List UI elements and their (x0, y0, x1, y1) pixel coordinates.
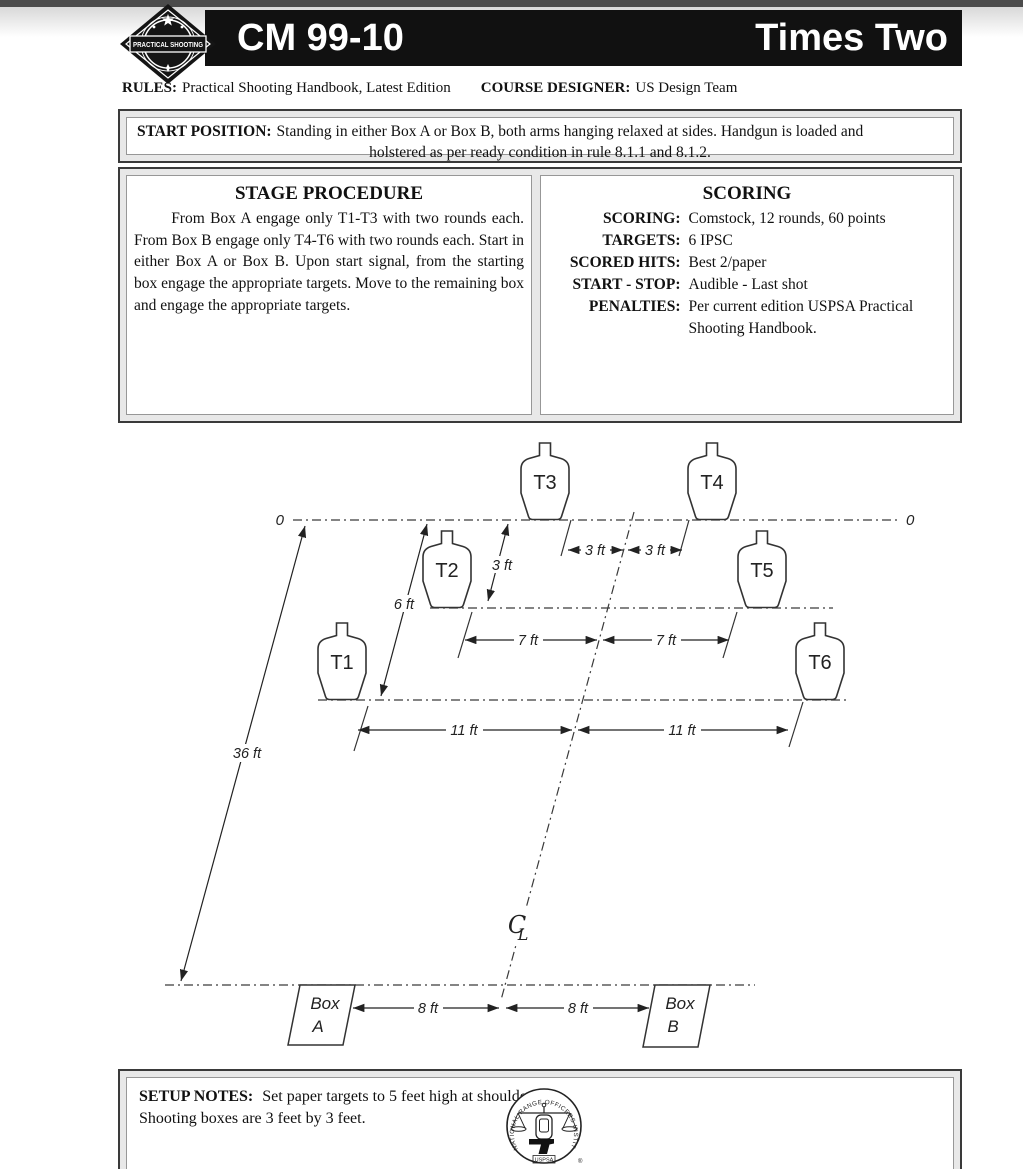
start-position-text2: holstered as per ready condition in rule… (369, 144, 711, 162)
procedure-scoring-box: STAGE PROCEDURE From Box A engage only T… (118, 167, 962, 423)
dim-36ft-label: 36 ft (233, 746, 262, 762)
dim-7ft-right-label: 7 ft (656, 633, 677, 649)
scoring-row-value: Per current edition USPSA Practical Shoo… (688, 298, 914, 337)
label-bg (641, 542, 670, 558)
scoring-row-value: Audible - Last shot (688, 276, 808, 293)
scoring-row-label: PENALTIES: (588, 298, 681, 315)
stage-procedure-panel: STAGE PROCEDURE From Box A engage only T… (126, 175, 532, 415)
label-bg (485, 556, 519, 573)
dim-7ft-left-label: 7 ft (518, 633, 539, 649)
scoring-row-label: SCORING: (602, 210, 681, 227)
shooting-box-b (642, 984, 711, 1048)
target-t5-label: T5 (750, 560, 773, 582)
rules-line: RULES:Practical Shooting Handbook, Lates… (122, 80, 962, 97)
scales-left-cords (511, 1112, 526, 1129)
logo-banner-text: PRACTICAL SHOOTING (133, 42, 203, 49)
logo-inner-diamond (125, 9, 211, 79)
target-t3-label: T3 (533, 472, 556, 494)
stage-procedure-title: STAGE PROCEDURE (234, 183, 424, 204)
label-bg (227, 744, 267, 762)
rules-value: Practical Shooting Handbook, Latest Edit… (182, 80, 451, 96)
holster-inner (539, 1118, 549, 1133)
dim-11ft-right-label: 11 ft (668, 723, 696, 739)
header-bar: CM 99-10 Times Two (205, 10, 962, 66)
label-bg (564, 1000, 593, 1016)
target-t1-label: T1 (330, 652, 353, 674)
dim-8ft-left-label: 8 ft (418, 1001, 439, 1017)
nroi-seal-icon: NATIONAL RANGE OFFICERS INSTITUTE USPSA … (502, 1086, 583, 1165)
label-bg (414, 1000, 443, 1016)
zero-label-left: 0 (276, 512, 285, 529)
scales-knob (541, 1102, 547, 1108)
zero-label-right: 0 (906, 512, 915, 529)
dim-11ft-left-label: 11 ft (450, 723, 478, 739)
target-t6-label: T6 (808, 652, 831, 674)
tick (560, 519, 572, 557)
scales-right-pan (561, 1126, 578, 1132)
label-bg (387, 595, 421, 612)
scoring-title: SCORING (702, 183, 792, 204)
scoring-row-value: Best 2/paper (688, 254, 767, 271)
designer-value: US Design Team (635, 80, 738, 96)
scoring-table: SCORING: Comstock, 12 rounds, 60 points … (541, 208, 953, 340)
start-position-box: START POSITION:Standing in either Box A … (118, 109, 962, 163)
box-a-word: Box (310, 994, 340, 1013)
shooting-box-a (287, 984, 356, 1046)
logo-banner (129, 35, 207, 53)
logo-star-icon (162, 14, 174, 26)
label-bg (652, 632, 681, 648)
logo-dot-left (152, 25, 156, 29)
scoring-row-value: Comstock, 12 rounds, 60 points (688, 210, 886, 227)
box-b-word: Box (665, 994, 695, 1013)
tick (457, 611, 473, 659)
course-title: Times Two (755, 17, 948, 59)
scoring-panel: SCORING SCORING: Comstock, 12 rounds, 60… (540, 175, 954, 415)
scoring-row-label: TARGETS: (602, 232, 681, 249)
target-t4-label: T4 (700, 472, 723, 494)
seal-uspsa-text: USPSA (535, 1158, 554, 1164)
label-bg (581, 542, 610, 558)
course-code: CM 99-10 (237, 17, 404, 59)
window-top-strip (0, 0, 1023, 7)
scoring-row-label: START - STOP: (572, 276, 681, 293)
tick (353, 705, 369, 752)
dim-3ft-right-label: 3 ft (645, 543, 666, 559)
start-position-text1: Standing in either Box A or Box B, both … (276, 123, 864, 140)
scoring-row-value: 6 IPSC (688, 232, 733, 249)
designer-label: COURSE DESIGNER: (480, 80, 631, 96)
uspsa-logo-icon: PRACTICAL SHOOTING (120, 4, 216, 84)
start-position-label: START POSITION: (137, 123, 272, 140)
dim-3ft-left-label: 3 ft (585, 543, 606, 559)
scoring-row-label: SCORED HITS: (569, 254, 681, 271)
stage-procedure-body: From Box A engage only T1-T3 with two ro… (134, 210, 524, 314)
label-bg (514, 632, 543, 648)
logo-bottom-diamond (166, 64, 170, 72)
setup-notes-value: Set paper targets to 5 feet high at shou… (139, 1088, 543, 1128)
centerline-symbol-c: C (508, 911, 526, 939)
label-bg (504, 908, 536, 944)
rules-label: RULES: (122, 80, 178, 96)
label-bg (446, 722, 483, 738)
setup-notes-text: SETUP NOTES: Set paper targets to 5 feet… (139, 1086, 584, 1131)
stage-diagram: 0 0 T1 T2 T3 T4 T5 T6 3 (165, 442, 915, 1048)
start-position-panel: START POSITION:Standing in either Box A … (126, 117, 954, 161)
tick (722, 611, 738, 659)
box-b-letter: B (667, 1017, 678, 1036)
target-t2-label: T2 (435, 560, 458, 582)
centerline-symbol-l: L (517, 925, 529, 944)
pistol-icon (529, 1139, 554, 1154)
scales-right-cords (562, 1112, 577, 1129)
scales-left-pan (510, 1126, 527, 1132)
dim-8ft-right-label: 8 ft (568, 1001, 589, 1017)
tick (788, 701, 804, 748)
dim-6ft-label: 6 ft (394, 597, 415, 613)
seal-uspsa-box (532, 1155, 556, 1164)
logo-dot-right (180, 25, 184, 29)
label-bg (664, 722, 701, 738)
dim-3ft-vertical-label: 3 ft (492, 558, 513, 574)
start-position-line1: START POSITION:Standing in either Box A … (137, 121, 943, 142)
setup-notes-label: SETUP NOTES: (139, 1088, 254, 1105)
box-a-letter: A (311, 1017, 323, 1036)
registered-mark: ® (578, 1158, 583, 1165)
